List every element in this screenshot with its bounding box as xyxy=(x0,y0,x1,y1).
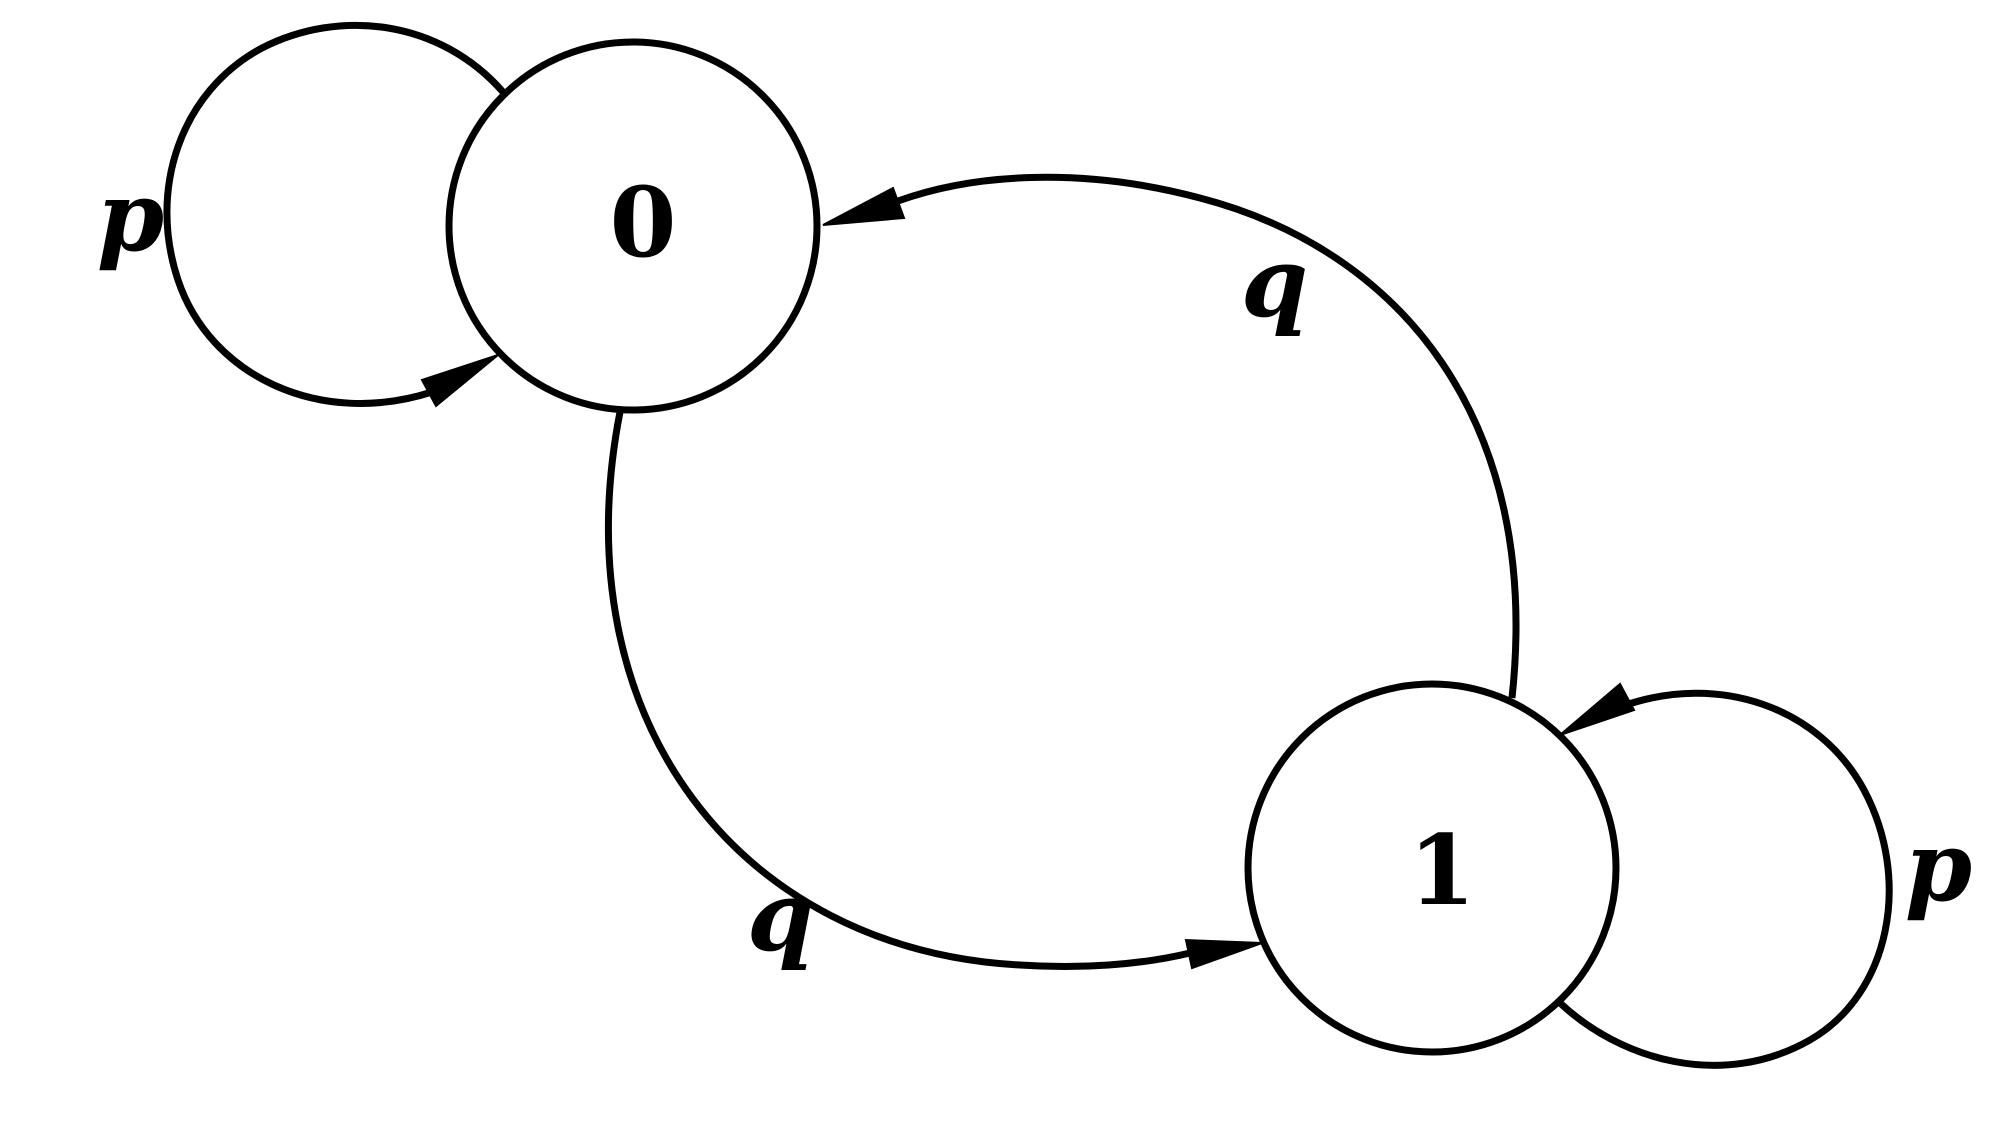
node-state-1-circle xyxy=(1244,680,1620,1056)
arrow-head-self-loop-state-0 xyxy=(420,354,499,408)
edge-self-loop-state-1-line xyxy=(1556,689,1893,1069)
edge-self-loop-state-1: p xyxy=(1556,682,1972,1069)
node-state-0-label: 0 xyxy=(610,166,677,279)
arrow-head-state-0-to-state-1 xyxy=(1184,938,1263,970)
edge-self-loop-state-0: p xyxy=(97,21,506,408)
edge-label-self-loop-state-0: p xyxy=(97,160,164,273)
arrow-head-state-1-to-state-0 xyxy=(822,186,906,226)
edge-state-0-to-state-1-line xyxy=(604,411,1191,970)
node-state-0-circle xyxy=(445,38,821,414)
edge-state-1-to-state-0: q xyxy=(822,173,1520,699)
arrow-head-self-loop-state-1 xyxy=(1559,682,1636,736)
edge-state-0-to-state-1: q xyxy=(604,411,1263,973)
edge-label-state-1-to-state-0: q xyxy=(1241,226,1308,339)
edge-label-self-loop-state-1: p xyxy=(1905,810,1972,923)
node-state-1-label: 1 xyxy=(1409,814,1476,927)
edge-label-state-0-to-state-1: q xyxy=(747,860,814,973)
edge-state-1-to-state-0-line xyxy=(896,173,1520,699)
edge-self-loop-state-0-line xyxy=(163,21,506,407)
node-state-0: 0 xyxy=(445,38,821,414)
node-state-1: 1 xyxy=(1244,680,1620,1056)
